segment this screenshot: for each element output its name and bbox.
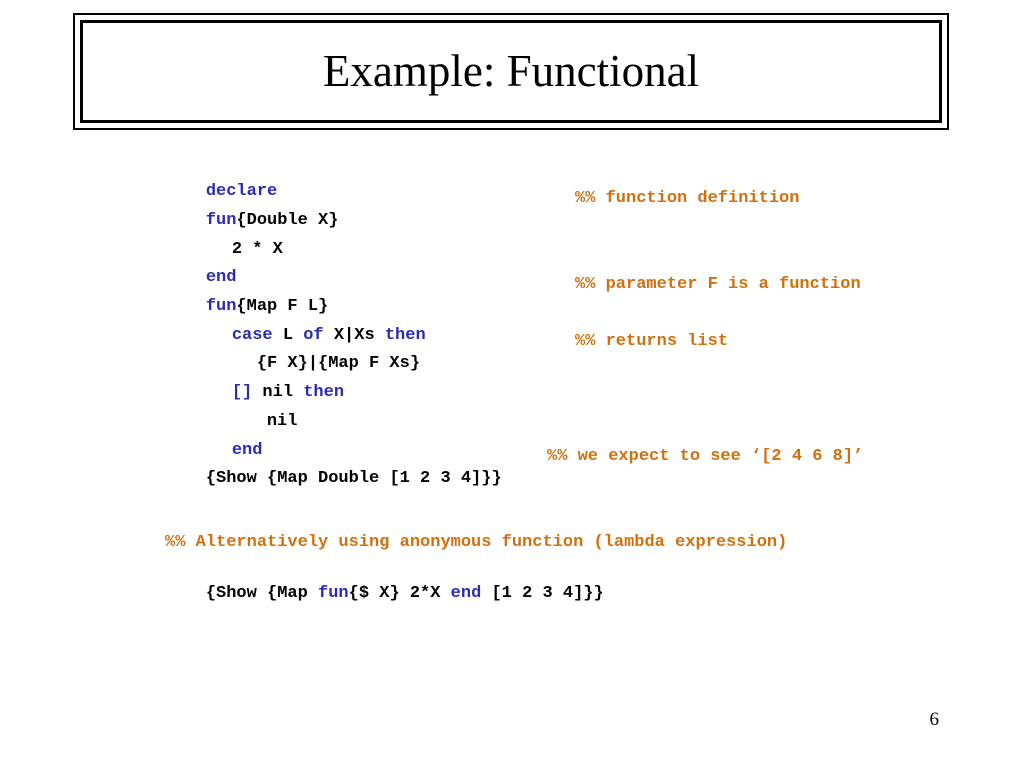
keyword-end: end <box>231 441 263 460</box>
code-line-3: 2 * X <box>191 217 283 259</box>
code-text: {Show {Map Double [1 2 3 4]}} <box>205 469 502 488</box>
code-line-4: end <box>165 245 237 287</box>
keyword-empty-list: [] <box>231 383 253 402</box>
code-text: {Map F L} <box>236 297 329 316</box>
comment-parameter-function: %% parameter F is a function <box>575 275 861 294</box>
keyword-fun: fun <box>318 584 349 603</box>
comment-expected-output: %% we expect to see ‘[2 4 6 8]’ <box>547 447 864 466</box>
keyword-fun: fun <box>205 297 237 316</box>
code-line-13: {Show {Map fun{$ X} 2*X end [1 2 3 4]}} <box>165 561 604 603</box>
comment-alternative-lambda: %% Alternatively using anonymous functio… <box>165 533 788 552</box>
title-frame: Example: Functional <box>73 13 949 130</box>
code-line-1: declare <box>165 159 277 201</box>
code-text: {Show {Map <box>205 584 319 603</box>
keyword-fun: fun <box>205 211 237 230</box>
keyword-then: then <box>303 383 345 402</box>
code-text: [1 2 3 4]}} <box>481 584 604 603</box>
code-line-5: fun{Map F L} <box>165 274 328 316</box>
comment-returns-list: %% returns list <box>575 332 729 351</box>
keyword-of: of <box>303 326 324 345</box>
code-line-7: {F X}|{Map F Xs} <box>216 331 420 373</box>
code-text: nil <box>252 383 304 402</box>
code-line-9: nil <box>226 389 298 431</box>
code-line-11: {Show {Map Double [1 2 3 4]}} <box>165 446 502 488</box>
code-text: {F X}|{Map F Xs} <box>256 354 421 373</box>
code-text: L <box>272 326 304 345</box>
title-inner-border: Example: Functional <box>80 20 942 123</box>
code-text: {Double X} <box>236 211 339 230</box>
comment-function-definition: %% function definition <box>575 189 800 208</box>
keyword-case: case <box>231 326 273 345</box>
keyword-then: then <box>384 326 426 345</box>
code-text: X|Xs <box>323 326 385 345</box>
code-line-8: [] nil then <box>191 360 344 402</box>
keyword-declare: declare <box>205 182 278 201</box>
page-number: 6 <box>929 709 940 730</box>
code-line-6: case L of X|Xs then <box>191 303 426 345</box>
code-line-10: end <box>191 418 263 460</box>
code-text: {$ X} 2*X <box>348 584 451 603</box>
keyword-end: end <box>450 584 482 603</box>
keyword-end: end <box>205 268 237 287</box>
slide-title: Example: Functional <box>322 46 700 96</box>
code-text: 2 * X <box>231 240 283 259</box>
code-line-2: fun{Double X} <box>165 188 339 230</box>
code-text: nil <box>266 412 298 431</box>
